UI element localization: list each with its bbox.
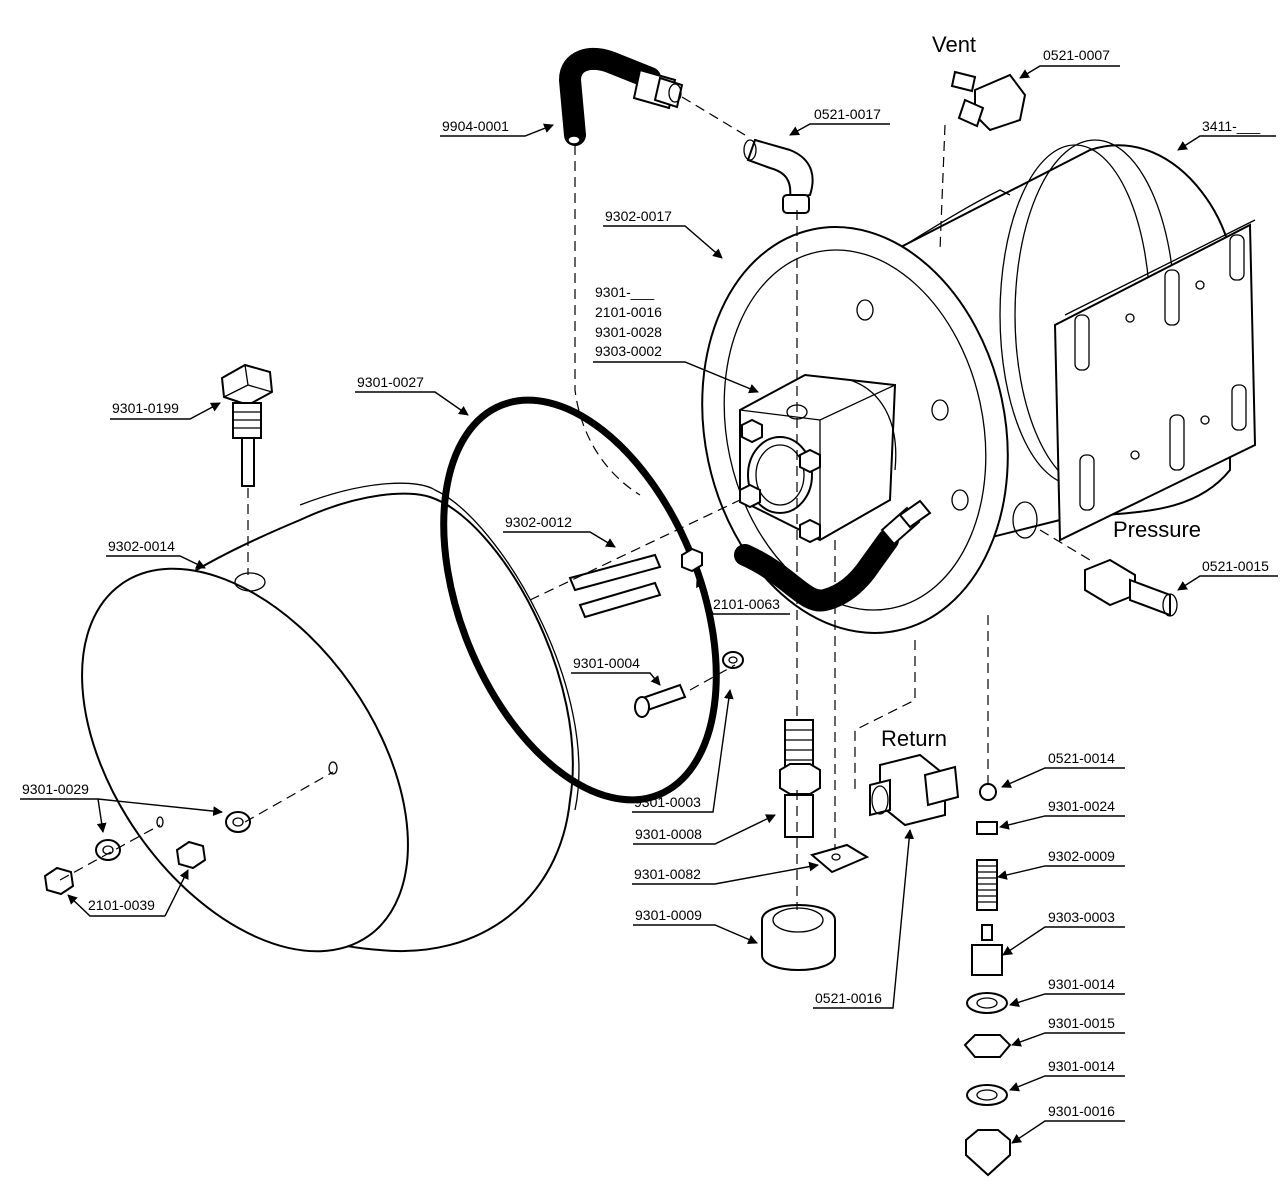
part-label-9301-0003: 9301-0003 [632, 689, 734, 813]
svg-text:9301-0004: 9301-0004 [573, 655, 640, 671]
part-label-9301-0015: 9301-0015 [1011, 1015, 1125, 1047]
suction-hose [559, 48, 684, 146]
svg-text:0521-0016: 0521-0016 [815, 990, 882, 1006]
part-label-9303-0003: 9303-0003 [1002, 909, 1125, 956]
part-label-9301-0008: 9301-0008 [633, 814, 776, 845]
pressure-hose [734, 499, 932, 612]
svg-text:9301-0008: 9301-0008 [635, 826, 702, 842]
svg-text:9301-___: 9301-___ [595, 284, 654, 300]
part-label-9301-0024: 9301-0024 [999, 798, 1125, 830]
svg-text:9301-0027: 9301-0027 [357, 374, 424, 390]
part-label-0521-0016: 0521-0016 [813, 829, 915, 1009]
part-label-pump-group: 9301-___ 2101-0016 9301-0028 9303-0002 [593, 284, 759, 394]
part-label-9302-0009: 9302-0009 [997, 848, 1125, 880]
part-label-9301-0014-upper: 9301-0014 [1009, 976, 1125, 1008]
part-label-9301-0199: 9301-0199 [110, 400, 221, 420]
motor-mounting-bracket [1053, 219, 1257, 542]
elbow-fitting-0521-0017 [743, 138, 814, 214]
svg-text:9301-0199: 9301-0199 [112, 400, 179, 416]
part-label-9301-0014-lower: 9301-0014 [1009, 1058, 1125, 1092]
part-label-9301-0029: 9301-0029 [20, 781, 223, 833]
part-label-9302-0017: 9302-0017 [603, 208, 723, 259]
callout-return: Return [881, 726, 947, 751]
pump-block [739, 373, 897, 544]
fill-breather-plug [220, 363, 274, 487]
label-return: Return [881, 726, 947, 751]
svg-text:0521-0007: 0521-0007 [1043, 47, 1110, 63]
washers-and-nuts [43, 547, 744, 896]
suction-tube-and-filter [761, 719, 870, 971]
part-label-9301-0016: 9301-0016 [1011, 1103, 1125, 1144]
label-vent: Vent [932, 32, 976, 57]
pressure-fitting-0521-0015 [1084, 558, 1178, 617]
reservoir-tank [81, 482, 580, 953]
svg-text:9301-0003: 9301-0003 [634, 794, 701, 810]
svg-text:2101-0063: 2101-0063 [713, 596, 780, 612]
part-label-9904-0001: 9904-0001 [440, 118, 554, 137]
callout-vent: Vent [932, 32, 976, 57]
relief-valve-stack [963, 783, 1012, 1177]
svg-text:9302-0017: 9302-0017 [605, 208, 672, 224]
svg-text:9301-0016: 9301-0016 [1048, 1103, 1115, 1119]
cap-screw [634, 683, 687, 718]
svg-text:0521-0014: 0521-0014 [1048, 750, 1115, 766]
svg-text:2101-0016: 2101-0016 [595, 304, 662, 320]
svg-text:2101-0039: 2101-0039 [88, 897, 155, 913]
svg-text:9302-0012: 9302-0012 [505, 514, 572, 530]
part-label-9301-0009: 9301-0009 [633, 907, 758, 945]
svg-text:9303-0003: 9303-0003 [1048, 909, 1115, 925]
part-label-0521-0015: 0521-0015 [1177, 558, 1278, 591]
svg-text:9303-0002: 9303-0002 [595, 343, 662, 359]
svg-text:9302-0014: 9302-0014 [108, 538, 175, 554]
part-label-9301-0004: 9301-0004 [571, 655, 661, 686]
part-label-9302-0014: 9302-0014 [106, 538, 206, 569]
part-label-0521-0007: 0521-0007 [1019, 47, 1120, 79]
part-label-9301-0082: 9301-0082 [632, 861, 819, 885]
assembly-center-lines [59, 96, 1091, 910]
part-label-2101-0063: 2101-0063 [696, 577, 790, 615]
part-label-9302-0012: 9302-0012 [503, 514, 616, 548]
svg-text:9301-0015: 9301-0015 [1048, 1015, 1115, 1031]
tie-rods [568, 553, 662, 619]
svg-text:9302-0009: 9302-0009 [1048, 848, 1115, 864]
part-label-0521-0017: 0521-0017 [789, 106, 890, 136]
svg-text:9301-0009: 9301-0009 [635, 907, 702, 923]
svg-text:9301-0029: 9301-0029 [22, 781, 89, 797]
svg-text:9904-0001: 9904-0001 [442, 118, 509, 134]
label-pressure: Pressure [1113, 517, 1201, 542]
svg-text:3411-___: 3411-___ [1202, 118, 1260, 134]
svg-text:9301-0014: 9301-0014 [1048, 976, 1115, 992]
return-fitting-0521-0016 [869, 753, 960, 827]
part-label-2101-0039: 2101-0039 [67, 869, 189, 917]
part-label-0521-0014: 0521-0014 [1001, 750, 1125, 788]
svg-text:9301-0028: 9301-0028 [595, 324, 662, 340]
part-label-9301-0027: 9301-0027 [355, 374, 469, 416]
svg-text:0521-0017: 0521-0017 [814, 106, 881, 122]
svg-text:9301-0082: 9301-0082 [634, 866, 701, 882]
vent-fitting-0521-0007 [950, 70, 1027, 132]
svg-text:9301-0014: 9301-0014 [1048, 1058, 1115, 1074]
callout-pressure: Pressure [1113, 517, 1201, 542]
svg-text:9301-0024: 9301-0024 [1048, 798, 1115, 814]
svg-text:0521-0015: 0521-0015 [1202, 558, 1269, 574]
part-label-3411: 3411-___ [1177, 118, 1276, 151]
